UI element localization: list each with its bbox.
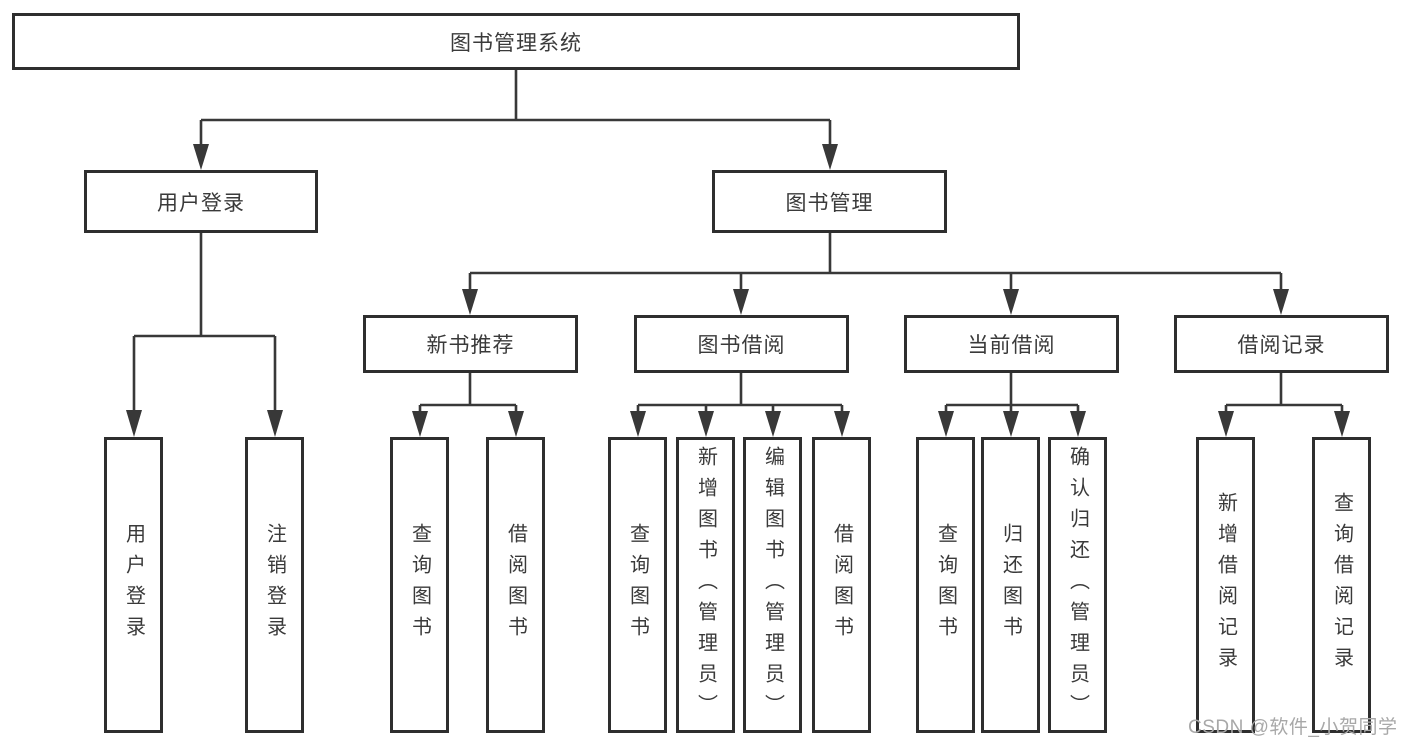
arrowhead <box>822 144 838 170</box>
leaf-bookborrow-query-books: 查询图书 <box>608 437 667 733</box>
node-current-borrow: 当前借阅 <box>904 315 1119 373</box>
leaf-newbooks-borrow-books: 借阅图书 <box>486 437 545 733</box>
leaf-records-query-record: 查询借阅记录 <box>1312 437 1371 733</box>
arrowhead <box>834 411 850 437</box>
leaf-newbooks-query-books: 查询图书 <box>390 437 449 733</box>
node-root-library-system: 图书管理系统 <box>12 13 1020 70</box>
node-book-management: 图书管理 <box>712 170 947 233</box>
arrowhead <box>630 411 646 437</box>
edge-userlogin-to-leaves <box>132 233 277 412</box>
arrowheads <box>126 144 1350 437</box>
arrowhead <box>193 144 209 170</box>
watermark: CSDN @软件_小贺同学 <box>1188 717 1398 738</box>
edge-newbooks-to-leaves <box>418 373 518 413</box>
arrowhead <box>267 410 283 437</box>
arrowhead <box>1218 411 1234 437</box>
leaf-current-return-books: 归还图书 <box>981 437 1040 733</box>
arrowhead <box>1003 411 1019 437</box>
arrowhead <box>1003 289 1019 315</box>
edge-records-to-leaves <box>1224 373 1344 413</box>
arrowhead <box>1334 411 1350 437</box>
node-book-borrow: 图书借阅 <box>634 315 849 373</box>
arrowhead <box>1070 411 1086 437</box>
leaf-bookborrow-edit-books-admin: 编辑图书（管理员） <box>743 437 802 733</box>
edge-root-to-level1 <box>199 70 832 146</box>
edge-bookborrow-to-leaves <box>636 373 844 413</box>
arrowhead <box>765 411 781 437</box>
arrowhead <box>733 289 749 315</box>
arrowhead <box>462 289 478 315</box>
arrowhead <box>1273 289 1289 315</box>
edge-bookmgmt-to-level2 <box>468 233 1283 291</box>
arrowhead <box>938 411 954 437</box>
leaf-bookborrow-borrow-books: 借阅图书 <box>812 437 871 733</box>
arrowhead <box>508 411 524 437</box>
connector-edges <box>132 70 1344 413</box>
leaf-records-add-record: 新增借阅记录 <box>1196 437 1255 733</box>
edge-currentborrow-to-leaves <box>944 373 1080 413</box>
leaf-current-confirm-return-admin: 确认归还（管理员） <box>1048 437 1107 733</box>
arrowhead <box>412 411 428 437</box>
leaf-bookborrow-add-books-admin: 新增图书（管理员） <box>676 437 735 733</box>
arrowhead <box>126 410 142 437</box>
leaf-user-login: 用户登录 <box>104 437 163 733</box>
node-borrow-records: 借阅记录 <box>1174 315 1389 373</box>
leaf-logout: 注销登录 <box>245 437 304 733</box>
arrowhead <box>698 411 714 437</box>
leaf-current-query-books: 查询图书 <box>916 437 975 733</box>
node-user-login: 用户登录 <box>84 170 318 233</box>
node-new-book-recommend: 新书推荐 <box>363 315 578 373</box>
